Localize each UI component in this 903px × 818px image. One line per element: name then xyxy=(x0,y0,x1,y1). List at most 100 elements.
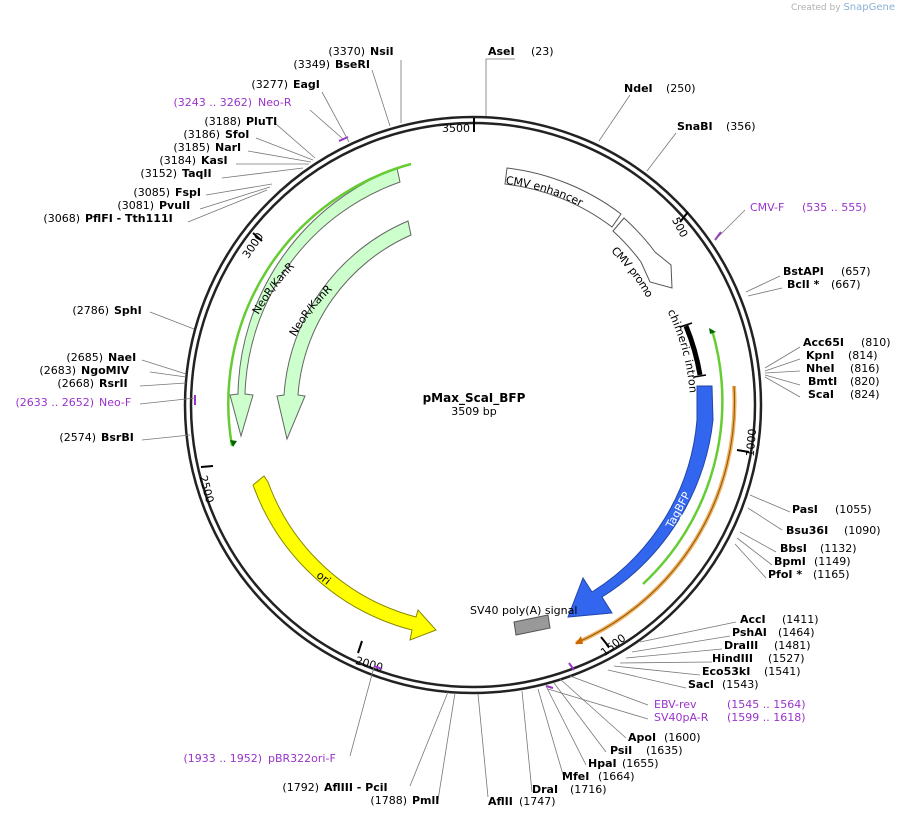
site-name: SnaBI xyxy=(677,120,713,133)
primer-arc-neo xyxy=(227,162,412,447)
primer-name: EBV-rev xyxy=(654,698,697,711)
site-pos: (1664) xyxy=(598,770,635,783)
site-pos: (1635) xyxy=(646,744,683,757)
site-pos: (1527) xyxy=(768,652,805,665)
site-name: ApoI xyxy=(628,731,656,744)
site-pos: (3186) xyxy=(183,128,220,141)
site-name: BseRI xyxy=(335,58,370,71)
primer-name: CMV-F xyxy=(750,201,784,214)
primer-name: pBR322ori-F xyxy=(268,752,336,765)
site-pos: (3085) xyxy=(133,186,170,199)
primer-range: (1545 .. 1564) xyxy=(727,698,806,711)
site-pos: (2786) xyxy=(72,304,109,317)
site-pos: (2574) xyxy=(59,431,96,444)
site-pos: (3188) xyxy=(204,115,241,128)
tick-marks xyxy=(200,118,750,654)
site-labels-left: (3370) NsiI (3349) BseRI (3277) EagI (31… xyxy=(39,45,555,808)
site-name: AccI xyxy=(740,613,766,626)
site-name: BbsI xyxy=(780,542,807,555)
site-name: PluTI xyxy=(246,115,277,128)
site-name: BsrBI xyxy=(101,431,134,444)
neor-outer-arrow xyxy=(229,167,401,438)
site-name: PfoI * xyxy=(768,568,802,581)
site-pos: (810) xyxy=(861,336,891,349)
site-name: NgoMIV xyxy=(81,364,130,377)
site-pos: (3277) xyxy=(251,78,288,91)
site-pos: (2683) xyxy=(39,364,76,377)
site-pos: (1411) xyxy=(782,613,819,626)
site-pos: (1747) xyxy=(519,795,556,808)
chimeric-intron-bar xyxy=(683,325,703,376)
site-pos: (1132) xyxy=(820,542,857,555)
site-pos: (2685) xyxy=(66,351,103,364)
site-name: SacI xyxy=(688,678,714,691)
site-pos: (250) xyxy=(666,82,696,95)
site-name: NarI xyxy=(215,141,241,154)
site-pos: (1464) xyxy=(778,626,815,639)
site-name: KpnI xyxy=(806,349,834,362)
site-name: KasI xyxy=(201,154,228,167)
tick-label-500: 500 xyxy=(669,215,690,240)
site-pos: (1165) xyxy=(813,568,850,581)
leader-lines-right xyxy=(485,58,801,793)
site-name: EagI xyxy=(293,78,320,91)
site-pos: (657) xyxy=(841,265,871,278)
site-pos: (3081) xyxy=(117,199,154,212)
tick-label-1000: 1000 xyxy=(744,428,759,457)
leader-lines-left xyxy=(139,60,489,801)
site-name: AflII xyxy=(488,795,513,808)
site-pos: (1481) xyxy=(774,639,811,652)
site-name: NheI xyxy=(806,362,835,375)
site-name: BmtI xyxy=(808,375,837,388)
watermark-prefix: Created by xyxy=(791,3,841,13)
site-name: ScaI xyxy=(808,388,834,401)
site-pos: (1600) xyxy=(664,731,701,744)
sv40-polya-box xyxy=(513,614,551,636)
snapgene-watermark: Created by SnapGene xyxy=(791,2,895,13)
site-pos: (3370) xyxy=(328,45,365,58)
site-pos: (3349) xyxy=(293,58,330,71)
tick-label-1500: 1500 xyxy=(598,631,628,658)
site-name: PmlI xyxy=(412,794,439,807)
primer-name: Neo-R xyxy=(258,96,292,109)
site-pos: (3184) xyxy=(159,154,196,167)
primer-arc-bfp xyxy=(642,329,724,585)
site-pos: (3185) xyxy=(173,141,210,154)
site-name: NaeI xyxy=(108,351,136,364)
site-pos: (3152) xyxy=(140,167,177,180)
watermark-brand: SnapGene xyxy=(843,2,895,13)
primer-range: (2633 .. 2652) xyxy=(15,396,94,409)
tick-label-2000: 2000 xyxy=(354,654,384,674)
site-name: TaqII xyxy=(182,167,212,180)
site-name: PshAI xyxy=(732,626,767,639)
primer-labels: (3243 .. 3262) Neo-R CMV-F (535 .. 555) … xyxy=(15,96,866,765)
site-name: BstAPI xyxy=(783,265,824,278)
site-name: HindIII xyxy=(712,652,753,665)
backbone-outer xyxy=(183,115,763,695)
primer-range: (1933 .. 1952) xyxy=(183,752,262,765)
tick-label-3500: 3500 xyxy=(442,122,470,135)
plasmid-size: 3509 bp xyxy=(451,405,496,418)
tick-label-3000: 3000 xyxy=(240,230,266,260)
site-name: PvuII xyxy=(159,199,190,212)
site-labels-right: AseI (23) NdeI (250) SnaBI (356) BstAPI … xyxy=(488,45,891,796)
site-pos: (1149) xyxy=(814,555,851,568)
primer-range: (535 .. 555) xyxy=(802,201,867,214)
site-pos: (3068) xyxy=(43,212,80,225)
ori-arrow xyxy=(252,475,437,641)
site-pos: (1090) xyxy=(844,524,881,537)
site-name: PflFI - Tth111I xyxy=(85,212,173,225)
site-pos: (23) xyxy=(531,45,554,58)
site-pos: (814) xyxy=(848,349,878,362)
sv40-polya-label: SV40 poly(A) signal xyxy=(470,604,577,617)
site-pos: (356) xyxy=(726,120,756,133)
site-pos: (2668) xyxy=(57,377,94,390)
neor-inner-arrow xyxy=(276,220,412,441)
site-pos: (1541) xyxy=(764,665,801,678)
site-name: PsiI xyxy=(610,744,632,757)
site-name: Eco53kI xyxy=(702,665,750,678)
site-name: FspI xyxy=(175,186,201,199)
tagbfp-arrow xyxy=(567,385,714,618)
site-name: BpmI xyxy=(774,555,806,568)
